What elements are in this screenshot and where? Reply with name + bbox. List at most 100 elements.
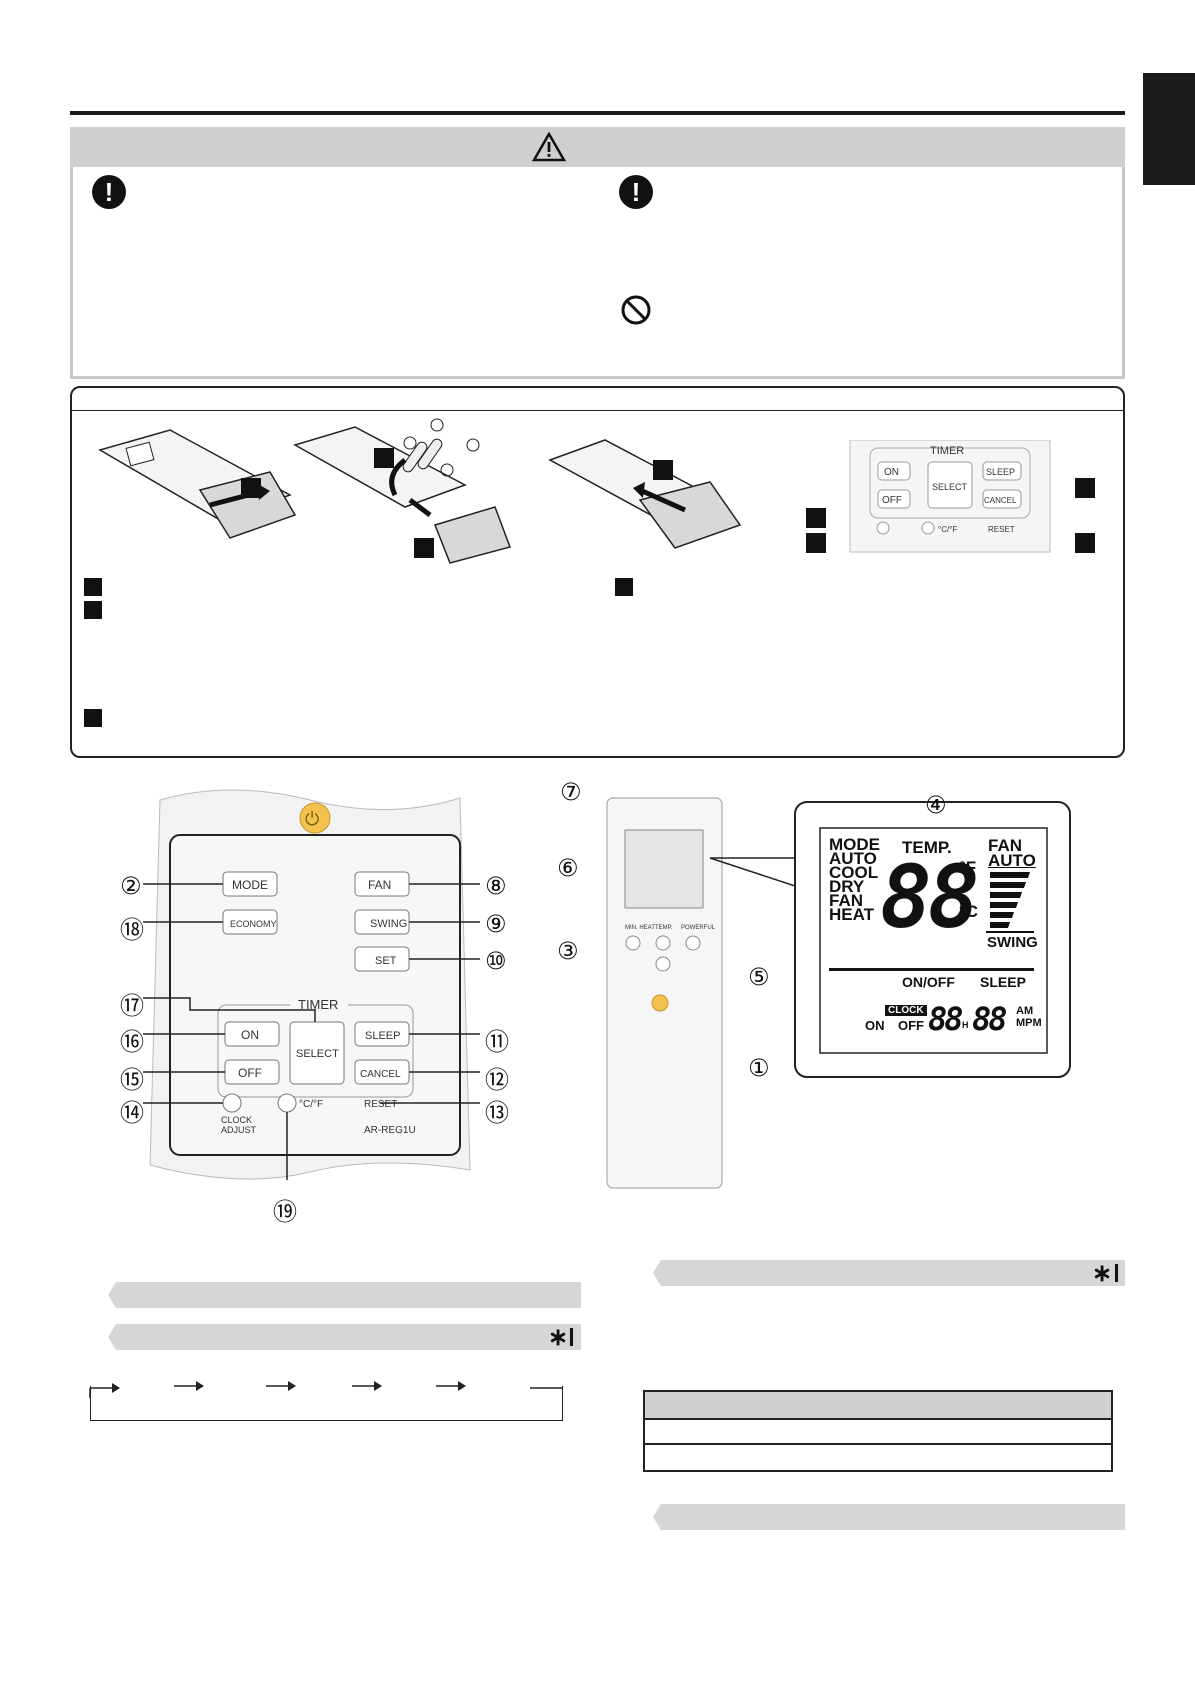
lcd-mode-heat: HEAT xyxy=(829,905,875,924)
step-marker xyxy=(1075,478,1095,498)
remote-cover-close-illustration xyxy=(548,439,742,549)
callout-13: ⑬ xyxy=(485,1099,509,1127)
svg-text:OFF: OFF xyxy=(238,1066,262,1080)
lcd-mode-block: MODE AUTO COOL DRY FAN HEAT xyxy=(829,835,880,924)
svg-text:POWERFUL: POWERFUL xyxy=(681,925,716,931)
lcd-on-off: ON/OFF xyxy=(902,974,955,990)
svg-text:ECONOMY: ECONOMY xyxy=(230,919,277,929)
svg-text:ON: ON xyxy=(884,467,899,478)
info-table xyxy=(643,1390,1113,1472)
bar-mark xyxy=(570,1328,573,1346)
callout-11: ⑪ xyxy=(485,1028,509,1056)
section-tab xyxy=(1143,73,1195,185)
prohibited-icon xyxy=(621,295,651,325)
section-header-bar xyxy=(653,1260,1125,1286)
lcd-on-label: ON xyxy=(865,1018,885,1033)
svg-text:⏻: ⏻ xyxy=(305,809,319,829)
step-marker xyxy=(615,578,633,596)
step-marker xyxy=(653,460,673,480)
lcd-unit-c: °C xyxy=(959,902,979,921)
table-header xyxy=(645,1392,1111,1420)
lcd-fan-block: FAN AUTO xyxy=(988,836,1036,870)
step-marker xyxy=(414,538,434,558)
clock-adjust-button[interactable] xyxy=(222,1093,242,1113)
svg-text:°C/°F: °C/°F xyxy=(299,1099,323,1110)
svg-text:SWING: SWING xyxy=(370,918,407,930)
slim-remote-illustration: MIN. HEAT TEMP. POWERFUL xyxy=(606,797,723,1189)
callout-15: ⑮ xyxy=(120,1066,144,1094)
svg-text:MODE: MODE xyxy=(232,878,268,892)
svg-text:RESET: RESET xyxy=(988,525,1015,534)
svg-text:SELECT: SELECT xyxy=(296,1048,339,1060)
lcd-ampm: AM MPM xyxy=(1016,1005,1042,1029)
lcd-mode-dry: DRY xyxy=(829,877,865,896)
svg-text:CLOCK: CLOCK xyxy=(221,1115,252,1125)
table-row-divider xyxy=(645,1443,1111,1445)
step-marker xyxy=(1075,533,1095,553)
svg-text:°C/°F: °C/°F xyxy=(938,525,957,534)
lcd-minutes: 88 xyxy=(972,1000,1007,1038)
step-marker xyxy=(374,448,394,468)
lcd-divider xyxy=(986,931,1034,933)
callout-10: ⑩ xyxy=(485,947,507,975)
callout-6: ⑥ xyxy=(557,854,579,882)
callout-2: ② xyxy=(120,872,142,900)
callout-9: ⑨ xyxy=(485,910,507,938)
remote-control-diagram: ⏻ MODE FAN ECONOMY SWING SET TIMER ON OF… xyxy=(143,789,480,1180)
callout-12: ⑫ xyxy=(485,1066,509,1094)
select-button[interactable] xyxy=(289,1021,345,1085)
lcd-hours: 88 xyxy=(928,1000,963,1038)
callout-8: ⑧ xyxy=(485,872,507,900)
step-marker xyxy=(84,578,102,596)
svg-text:RESET: RESET xyxy=(364,1099,397,1110)
lcd-swing: SWING xyxy=(987,934,1038,951)
lcd-fan-auto: AUTO xyxy=(988,851,1036,870)
lcd-unit-f: °F xyxy=(959,858,977,877)
callout-3: ③ xyxy=(557,937,579,965)
fan-speed-bars-icon xyxy=(990,872,1030,928)
top-rule xyxy=(70,111,1125,115)
warning-triangle-icon xyxy=(532,132,566,162)
lcd-h-label: H xyxy=(962,1020,969,1030)
svg-text:SELECT: SELECT xyxy=(932,482,968,492)
step-marker xyxy=(806,533,826,553)
lcd-mode-title: MODE xyxy=(829,835,880,854)
callout-17: ⑰ xyxy=(120,992,144,1020)
battery-install-box xyxy=(70,386,1125,758)
callout-16: ⑯ xyxy=(120,1028,144,1056)
lcd-temp-title: TEMP. xyxy=(902,838,952,857)
step-marker xyxy=(806,508,826,528)
asterisk-mark: ∗ xyxy=(1092,1260,1113,1287)
svg-text:ADJUST: ADJUST xyxy=(221,1125,257,1135)
lcd-sleep: SLEEP xyxy=(980,974,1026,990)
lcd-mode-auto: AUTO xyxy=(829,849,877,868)
lcd-display-callout xyxy=(709,801,1071,1078)
svg-text:AR-REG1U: AR-REG1U xyxy=(364,1125,416,1136)
svg-text:FAN: FAN xyxy=(368,878,391,892)
svg-text:SLEEP: SLEEP xyxy=(365,1030,400,1042)
mandatory-icon: ! xyxy=(619,175,653,209)
svg-text:ON: ON xyxy=(241,1028,259,1042)
battery-header-divider xyxy=(72,410,1123,411)
lcd-separator xyxy=(829,968,1034,971)
lcd-clock-label: CLOCK xyxy=(885,1005,927,1016)
asterisk-mark: ∗ xyxy=(548,1324,569,1351)
lcd-temp-digits: 88 xyxy=(880,848,980,948)
svg-text:CANCEL: CANCEL xyxy=(360,1069,401,1080)
lcd-mode-fan: FAN xyxy=(829,891,863,910)
svg-text:SET: SET xyxy=(375,955,397,967)
lcd-off-label: OFF xyxy=(898,1018,924,1033)
callout-5: ⑤ xyxy=(748,963,770,991)
svg-text:SLEEP: SLEEP xyxy=(986,467,1015,477)
section-header-bar xyxy=(108,1324,581,1350)
step-marker xyxy=(241,478,261,498)
section-header-bar xyxy=(108,1282,581,1308)
callout-19: ⑲ xyxy=(273,1198,297,1226)
temp-unit-button[interactable] xyxy=(277,1093,297,1113)
power-button[interactable] xyxy=(299,802,331,834)
callout-1: ① xyxy=(748,1054,770,1082)
lcd-fan-title: FAN xyxy=(988,836,1022,855)
lcd-mode-cool: COOL xyxy=(829,863,879,882)
lcd-mpm: MPM xyxy=(1016,1017,1042,1029)
svg-text:MIN. HEAT: MIN. HEAT xyxy=(625,925,655,931)
